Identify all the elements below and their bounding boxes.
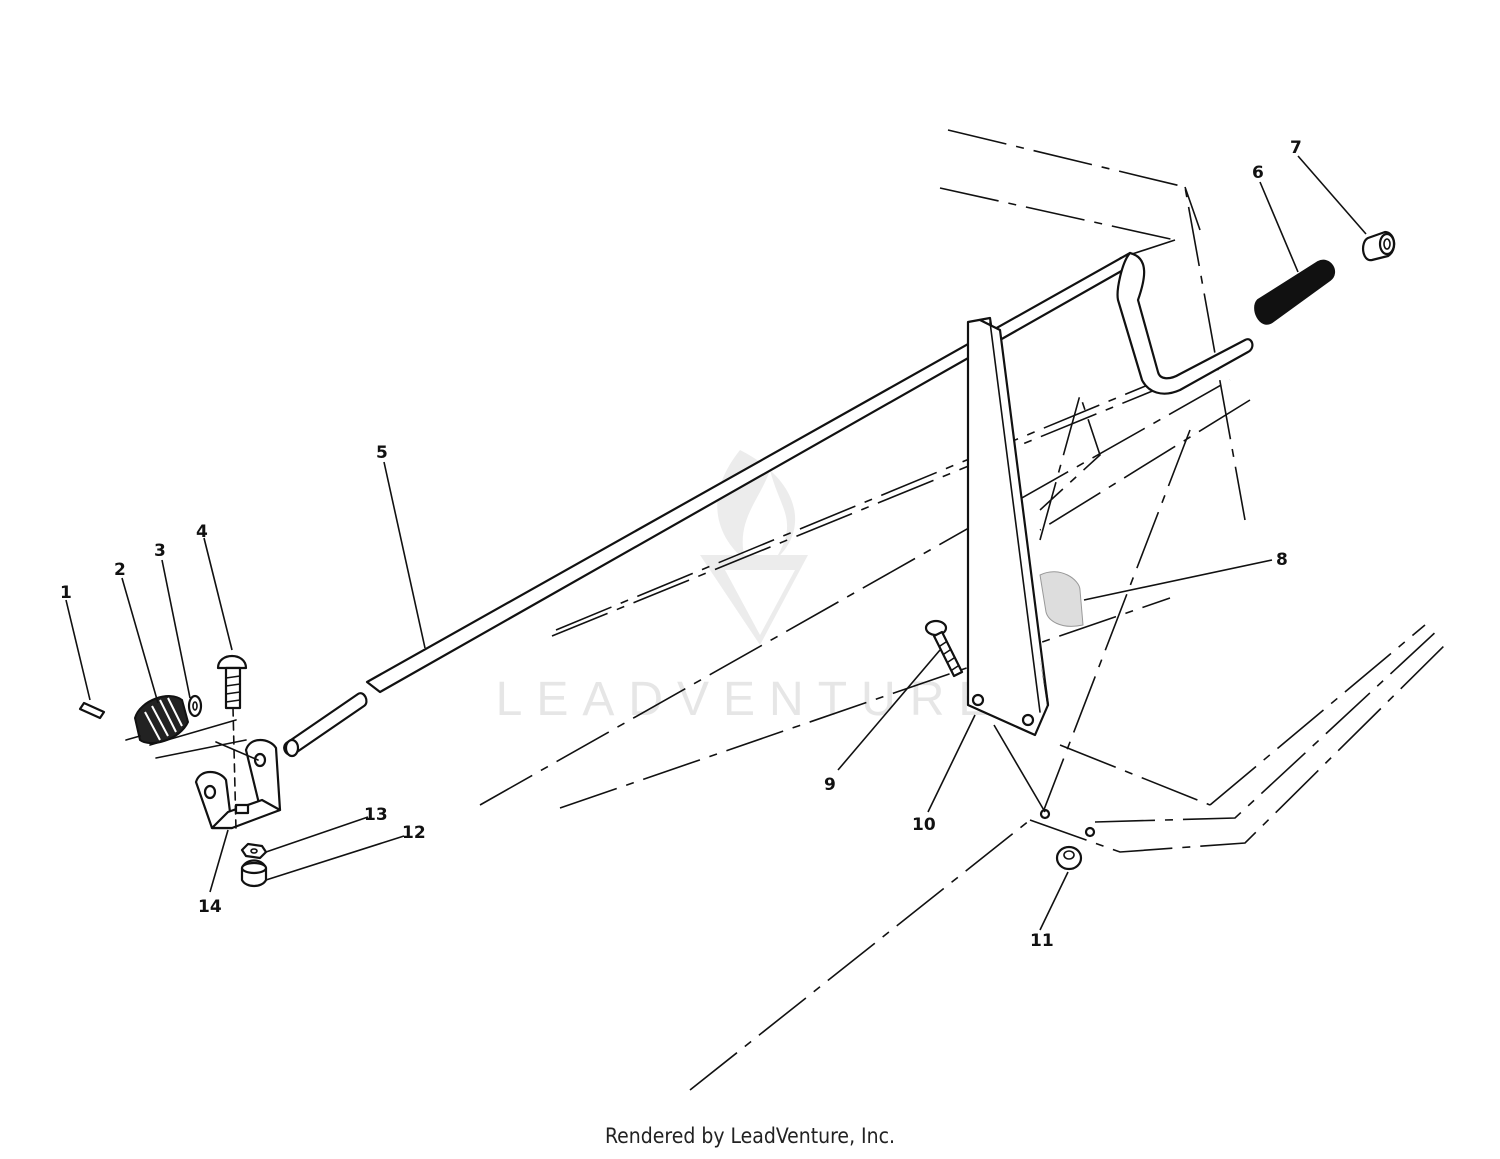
- callout-6: 6: [1252, 163, 1264, 183]
- callout-5: 5: [376, 443, 388, 463]
- watermark-text: LEADVENTURE: [496, 673, 1005, 726]
- callout-8: 8: [1276, 550, 1288, 570]
- callout-1: 1: [60, 583, 72, 603]
- callout-7: 7: [1290, 138, 1302, 158]
- callout-12: 12: [402, 823, 426, 843]
- cap-part-7: [1362, 230, 1396, 262]
- washer-part-13: [240, 842, 268, 860]
- callout-10: 10: [912, 815, 936, 835]
- frame-outline: [479, 129, 1451, 1091]
- grip-part-6: [1254, 259, 1336, 325]
- carriage-bolt-part-4: [216, 654, 248, 831]
- u-bracket-part-14: [149, 719, 282, 830]
- callout-11: 11: [1030, 931, 1054, 951]
- callout-13: 13: [364, 805, 388, 825]
- callout-labels: 1 2 3 4 5 6 7 8 9 10 11 12 13 14: [60, 138, 1302, 951]
- callout-9: 9: [824, 775, 836, 795]
- nut-part-11: [1039, 808, 1096, 871]
- callout-3: 3: [154, 541, 166, 561]
- footer-credit: Rendered by LeadVenture, Inc.: [605, 1124, 895, 1148]
- spring-part-2: [125, 695, 190, 745]
- nut-part-12: [240, 859, 268, 888]
- callout-4: 4: [196, 522, 208, 542]
- rod-part-5: [283, 251, 1254, 758]
- watermark: LEADVENTURE: [496, 450, 1005, 726]
- pin-part-1: [78, 701, 106, 720]
- plate-part-8: [1039, 571, 1084, 627]
- callout-2: 2: [114, 560, 126, 580]
- bracket-part-10: [966, 316, 1050, 737]
- bolt-part-9: [924, 619, 964, 678]
- leader-lines: [65, 155, 1367, 931]
- washer-part-3: [187, 694, 203, 718]
- callout-14: 14: [198, 897, 222, 917]
